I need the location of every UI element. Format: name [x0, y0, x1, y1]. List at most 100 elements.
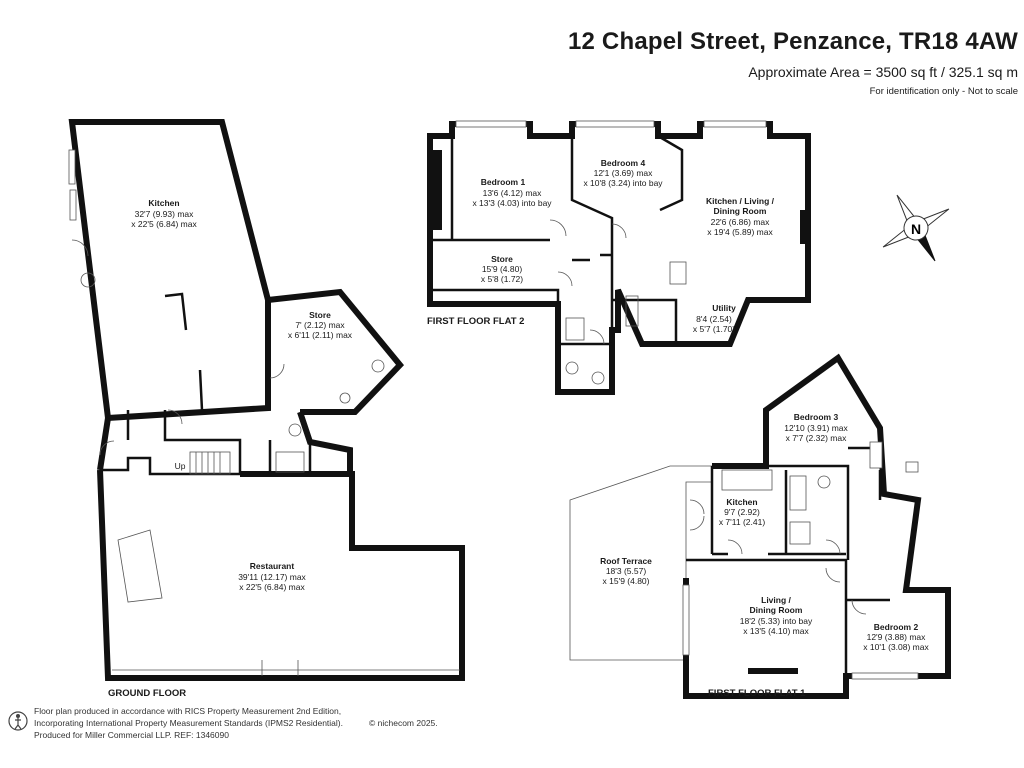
store-walls	[267, 288, 405, 415]
flat-1-outer-walls	[683, 353, 951, 699]
kitchen-island	[164, 292, 188, 331]
first-floor-flat-1-plan: Bedroom 3 12'10 (3.91) max x 7'7 (2.32) …	[569, 353, 951, 699]
kitchen-living-name: Kitchen / Living /	[706, 196, 775, 206]
first-floor-flat-2-plan: Bedroom 1 13'6 (4.12) max x 13'3 (4.03) …	[427, 120, 811, 395]
interior-partitions	[100, 369, 312, 476]
kitchen-ground-dim1: 32'7 (9.93) max	[135, 209, 195, 219]
roof-terrace-name: Roof Terrace	[600, 556, 652, 566]
restaurant-dim2: x 22'5 (6.84) max	[239, 582, 305, 592]
window	[68, 149, 76, 185]
kitchen-flat-1-dim2: x 7'11 (2.41)	[719, 517, 766, 527]
bedroom-4-dim2: x 10'8 (3.24) into bay	[583, 178, 663, 188]
kitchen-ground-dim2: x 22'5 (6.84) max	[131, 219, 197, 229]
stairs	[189, 451, 231, 475]
bath-fixture	[789, 475, 807, 511]
shower-tray	[789, 521, 811, 545]
utility-dim2: x 5'7 (1.70)	[693, 324, 735, 334]
kitchen-living-name-2: Dining Room	[714, 206, 767, 216]
bedroom-3-dim2: x 7'7 (2.32) max	[786, 433, 847, 443]
wc-fixture	[288, 423, 302, 437]
bedroom-2-name: Bedroom 2	[874, 622, 919, 632]
door-swing	[71, 239, 89, 257]
store-ground-name: Store	[309, 310, 331, 320]
door-swing	[825, 567, 841, 583]
store-flat-2-dim1: 15'9 (4.80)	[482, 264, 523, 274]
living-dining-name: Living /	[761, 595, 791, 605]
terrace-doors	[689, 499, 705, 531]
first-floor-flat-1-label: FIRST FLOOR FLAT 1	[708, 688, 806, 699]
wc-fixture	[591, 371, 605, 385]
store-flat-2-dim2: x 5'8 (1.72)	[481, 274, 523, 284]
footer-line-2: Incorporating International Property Mea…	[34, 718, 343, 728]
flat-1-interior-walls	[686, 446, 890, 676]
footer-line-1: Floor plan produced in accordance with R…	[34, 706, 342, 716]
footer-notes: Floor plan produced in accordance with R…	[34, 705, 438, 741]
door-swing	[851, 599, 867, 615]
bedroom-1-name: Bedroom 1	[481, 177, 526, 187]
chimney-breast	[428, 150, 442, 230]
bedroom-3-dim1: 12'10 (3.91) max	[784, 423, 848, 433]
kitchen-sink	[625, 295, 639, 327]
store-ground-dim1: 7' (2.12) max	[295, 320, 345, 330]
window	[869, 441, 883, 469]
person-scale-icon	[8, 711, 28, 731]
bedroom-2-dim2: x 10'1 (3.08) max	[863, 642, 929, 652]
kitchen-flat-1-dim1: 9'7 (2.92)	[724, 507, 760, 517]
approximate-area: Approximate Area = 3500 sq ft / 325.1 sq…	[748, 64, 1018, 80]
window	[69, 189, 77, 221]
living-dining-name-2: Dining Room	[750, 605, 803, 615]
ground-floor-label: GROUND FLOOR	[108, 688, 186, 699]
kitchen-worktop	[721, 469, 773, 491]
bedroom-3-name: Bedroom 3	[794, 412, 839, 422]
door-swing	[589, 329, 605, 345]
door-swing	[99, 440, 115, 456]
utility-dim1: 8'4 (2.54)	[696, 314, 732, 324]
living-dining-dim2: x 13'5 (4.10) max	[743, 626, 809, 636]
sink-fixture	[80, 272, 96, 288]
door-swing	[611, 223, 627, 239]
door-swing	[549, 219, 567, 237]
kitchen-living-dim1: 22'6 (6.86) max	[711, 217, 771, 227]
restaurant-walls	[97, 469, 465, 681]
basin-fixture	[565, 361, 579, 375]
stairs-up-label: Up	[175, 461, 186, 471]
living-dining-dim1: 18'2 (5.33) into bay	[740, 616, 813, 626]
door-swing	[167, 409, 183, 425]
basin-fixture	[339, 392, 351, 404]
roof-terrace-outline	[569, 465, 713, 661]
basin-fixture	[275, 451, 305, 473]
first-floor-flat-2-label: FIRST FLOOR FLAT 2	[427, 316, 524, 327]
door-swing	[727, 539, 743, 555]
roof-terrace-dim1: 18'3 (5.57)	[606, 566, 647, 576]
bedroom-1-dim1: 13'6 (4.12) max	[483, 188, 543, 198]
wc-fixture	[371, 359, 385, 373]
utility-name: Utility	[712, 303, 736, 313]
compass-rose	[882, 194, 950, 262]
kitchen-flat-1-name: Kitchen	[726, 497, 757, 507]
kitchen-living-dim2: x 19'4 (5.89) max	[707, 227, 773, 237]
compass-north-letter: N	[911, 221, 921, 237]
bedroom-4-dim1: 12'1 (3.69) max	[594, 168, 654, 178]
property-address: 12 Chapel Street, Penzance, TR18 4AW	[567, 28, 1018, 55]
footer-line-3: Produced for Miller Commercial LLP. REF:…	[34, 730, 229, 740]
bedroom-1-dim2: x 13'3 (4.03) into bay	[472, 198, 552, 208]
store-flat-2-name: Store	[491, 254, 513, 264]
window	[851, 672, 919, 680]
bay-window	[682, 584, 690, 656]
wall-block	[748, 668, 798, 674]
flat-2-outer-walls	[427, 121, 811, 395]
flat-2-interior-walls	[430, 134, 684, 346]
wc-fixture	[817, 475, 831, 489]
bedroom-4-name: Bedroom 4	[601, 158, 646, 168]
bar-counter	[117, 529, 163, 603]
door-swing	[269, 363, 285, 379]
disclaimer-note: For identification only - Not to scale	[869, 86, 1018, 97]
wall-block	[800, 210, 806, 244]
ground-floor-plan: Up Kitchen 32'7 (9.93) max x 22'5 (6.84)…	[68, 119, 465, 699]
flat-2-windows	[455, 120, 767, 128]
kitchen-walls	[68, 119, 271, 422]
kitchen-ground-name: Kitchen	[148, 198, 179, 208]
shower-tray	[565, 317, 585, 341]
store-ground-dim2: x 6'11 (2.11) max	[288, 330, 353, 340]
